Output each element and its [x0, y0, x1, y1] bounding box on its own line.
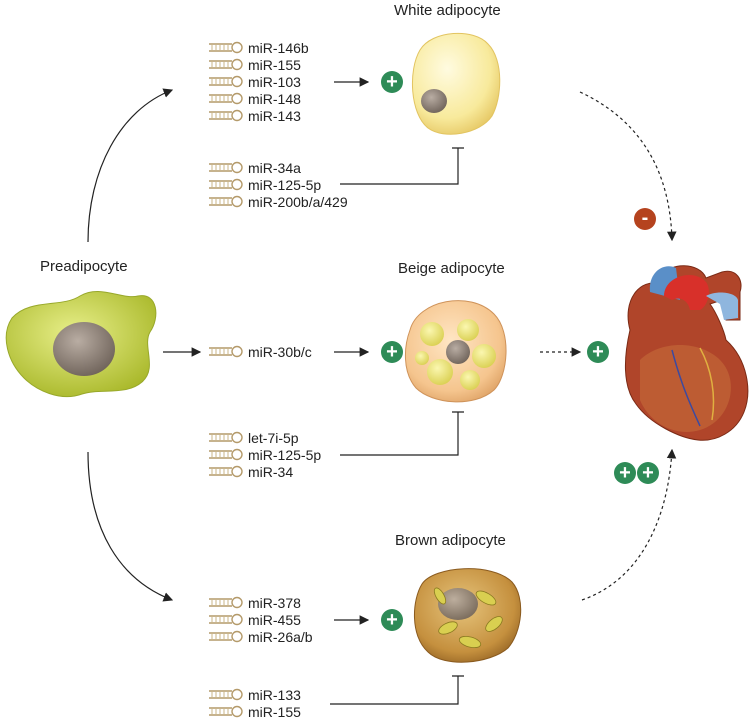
mirna-hairpin-icon [209, 109, 243, 122]
mirna-label: miR-148 [248, 91, 301, 107]
mirna-item: miR-155 [208, 704, 301, 721]
arrow-pre-to-white [87, 88, 174, 243]
mirna-label: miR-146b [248, 40, 309, 56]
arrow-white-to-heart [579, 91, 677, 242]
mirna-item: miR-155 [208, 57, 309, 74]
mirna-item: miR-455 [208, 612, 313, 629]
label-brown-adipocyte: Brown adipocyte [395, 532, 506, 549]
brown-adipocyte-cell [413, 568, 522, 663]
heart-illustration [624, 265, 749, 441]
label-preadipocyte: Preadipocyte [40, 258, 128, 275]
mirna-list-beige-up: miR-30b/c [208, 344, 312, 361]
minus-badge-heart-white: - [634, 208, 656, 230]
mirna-hairpin-icon [209, 75, 243, 88]
mirna-item: miR-30b/c [208, 344, 312, 361]
mirna-hairpin-icon [209, 448, 243, 461]
plus-badge-brown: + [381, 609, 403, 631]
mirna-hairpin-icon [209, 431, 243, 444]
mirna-item: miR-125-5p [208, 177, 348, 194]
white-adipocyte-cell [411, 32, 501, 135]
mirna-item: miR-26a/b [208, 629, 313, 646]
arrow-pre-to-brown [87, 451, 174, 602]
mirna-hairpin-icon [209, 630, 243, 643]
mirna-item: miR-34a [208, 160, 348, 177]
mirna-label: miR-26a/b [248, 629, 313, 645]
mirna-hairpin-icon [209, 41, 243, 54]
mirna-item: miR-200b/a/429 [208, 194, 348, 211]
mirna-hairpin-icon [209, 195, 243, 208]
mirna-hairpin-icon [209, 345, 243, 358]
mirna-label: miR-155 [248, 57, 301, 73]
inhibit-brown [330, 675, 464, 705]
mirna-label: miR-30b/c [248, 344, 312, 360]
mirna-hairpin-icon [209, 465, 243, 478]
mirna-item: miR-133 [208, 687, 301, 704]
mirna-label: miR-155 [248, 704, 301, 720]
preadipocyte-cell [5, 291, 157, 398]
plus-badge-heart-brown-2: + [637, 462, 659, 484]
mirna-item: miR-143 [208, 108, 309, 125]
mirna-hairpin-icon [209, 92, 243, 105]
mirna-label: miR-34 [248, 464, 294, 480]
mirna-item: let-7i-5p [208, 430, 321, 447]
plus-badge-white: + [381, 71, 403, 93]
mirna-label: miR-200b/a/429 [248, 194, 348, 210]
beige-adipocyte-cell [404, 300, 507, 403]
mirna-item: miR-125-5p [208, 447, 321, 464]
mirna-item: miR-148 [208, 91, 309, 108]
mirna-label: miR-133 [248, 687, 301, 703]
plus-badge-heart-beige: + [587, 341, 609, 363]
label-beige-adipocyte: Beige adipocyte [398, 260, 505, 277]
mirna-label: miR-125-5p [248, 447, 322, 463]
mirna-label: miR-34a [248, 160, 301, 176]
plus-badge-heart-brown-1: + [614, 462, 636, 484]
mirna-hairpin-icon [209, 161, 243, 174]
mirna-hairpin-icon [209, 613, 243, 626]
mirna-hairpin-icon [209, 58, 243, 71]
mirna-hairpin-icon [209, 688, 243, 701]
mirna-hairpin-icon [209, 705, 243, 718]
mirna-item: miR-378 [208, 595, 313, 612]
mirna-label: miR-143 [248, 108, 301, 124]
label-white-adipocyte: White adipocyte [394, 2, 501, 19]
mirna-label: let-7i-5p [248, 430, 299, 446]
mirna-item: miR-34 [208, 464, 321, 481]
mirna-hairpin-icon [209, 596, 243, 609]
mirna-item: miR-103 [208, 74, 309, 91]
mirna-label: miR-103 [248, 74, 301, 90]
inhibit-white [340, 147, 464, 185]
inhibit-beige [340, 411, 464, 456]
mirna-label: miR-125-5p [248, 177, 322, 193]
plus-badge-beige: + [381, 341, 403, 363]
mirna-label: miR-455 [248, 612, 301, 628]
mirna-hairpin-icon [209, 178, 243, 191]
mirna-item: miR-146b [208, 40, 309, 57]
mirna-label: miR-378 [248, 595, 301, 611]
